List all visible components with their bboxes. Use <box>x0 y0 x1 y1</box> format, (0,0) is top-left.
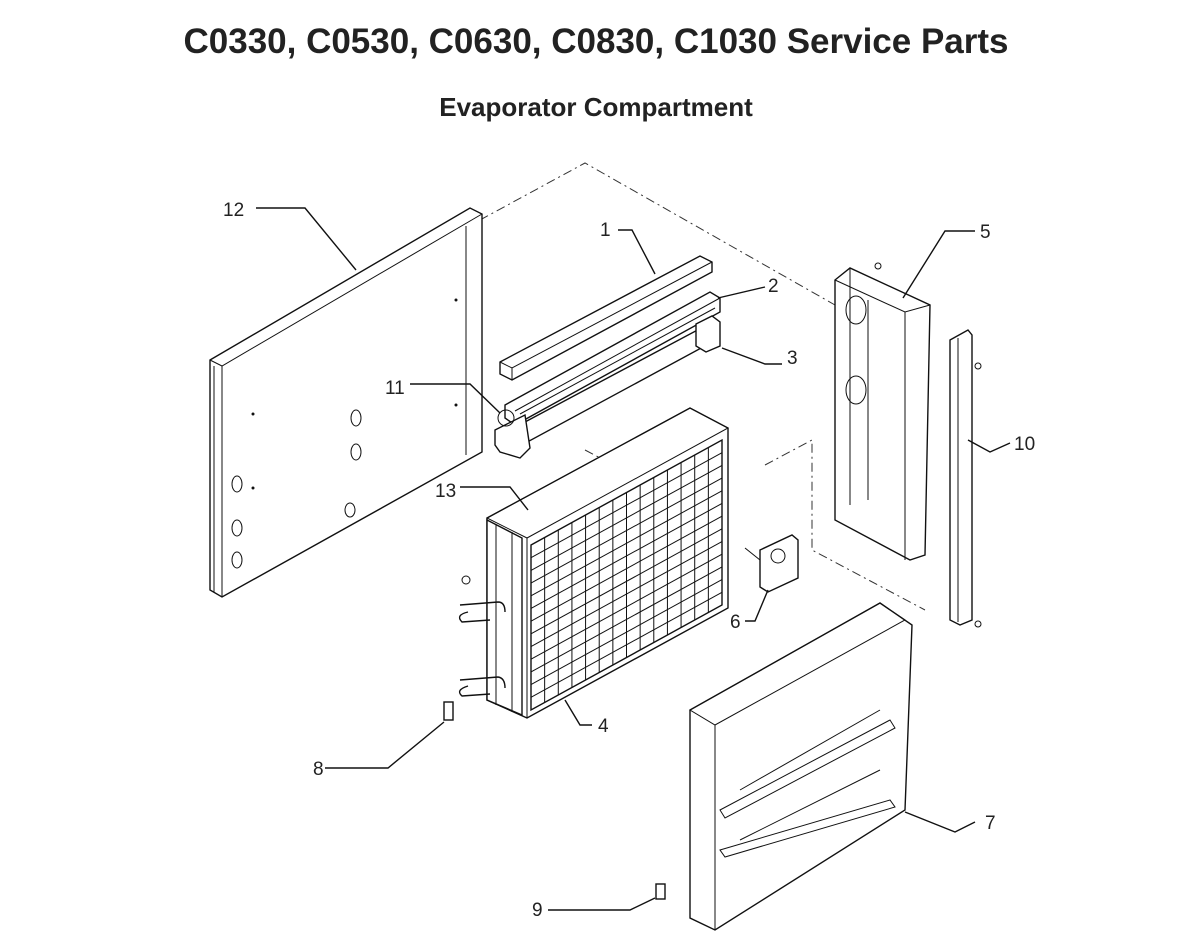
callout-1: 1 <box>600 220 611 241</box>
grid-row-line <box>530 579 723 686</box>
grid-row-line <box>530 566 723 673</box>
grid-row-line <box>530 503 723 609</box>
grid-row-line <box>530 541 723 647</box>
fasteners <box>443 262 982 900</box>
grid-row-line <box>530 490 723 597</box>
grid-row-line <box>530 464 723 571</box>
grid-row-line <box>530 515 723 622</box>
callout-4: 4 <box>598 716 609 737</box>
callout-8: 8 <box>313 759 324 780</box>
callout-7: 7 <box>985 813 996 834</box>
callout-2: 2 <box>768 276 779 297</box>
callout-11: 11 <box>385 378 405 399</box>
callout-6: 6 <box>730 612 741 633</box>
splash-curtain-part <box>689 602 913 931</box>
grid-row-line <box>530 591 723 698</box>
callout-5: 5 <box>980 222 991 243</box>
callout-labels: 12 1 2 3 11 13 5 10 6 4 8 9 7 <box>223 200 1035 921</box>
page-title: C0330, C0530, C0630, C0830, C1030 Servic… <box>183 22 1009 61</box>
trough-cover-part <box>499 255 713 381</box>
side-panel-part <box>209 207 483 598</box>
grid-row-line <box>530 553 723 660</box>
evaporator-part <box>458 407 730 719</box>
rear-panel-part <box>834 267 931 561</box>
float-switch-part <box>744 534 799 593</box>
distribution-tube-part <box>509 315 721 447</box>
callout-3: 3 <box>787 348 798 369</box>
side-rail-part <box>949 329 973 626</box>
distribution-trough-part <box>504 291 721 426</box>
grid-row-line <box>530 528 723 635</box>
callout-10: 10 <box>1014 434 1035 455</box>
page-subtitle: Evaporator Compartment <box>439 92 753 122</box>
grid-row-line <box>530 452 723 559</box>
callout-12: 12 <box>223 200 244 221</box>
callout-13: 13 <box>435 481 456 502</box>
bracket-part <box>494 409 531 459</box>
leader-lines <box>256 207 1011 911</box>
callout-9: 9 <box>532 900 543 921</box>
grid-row-line <box>530 477 723 584</box>
